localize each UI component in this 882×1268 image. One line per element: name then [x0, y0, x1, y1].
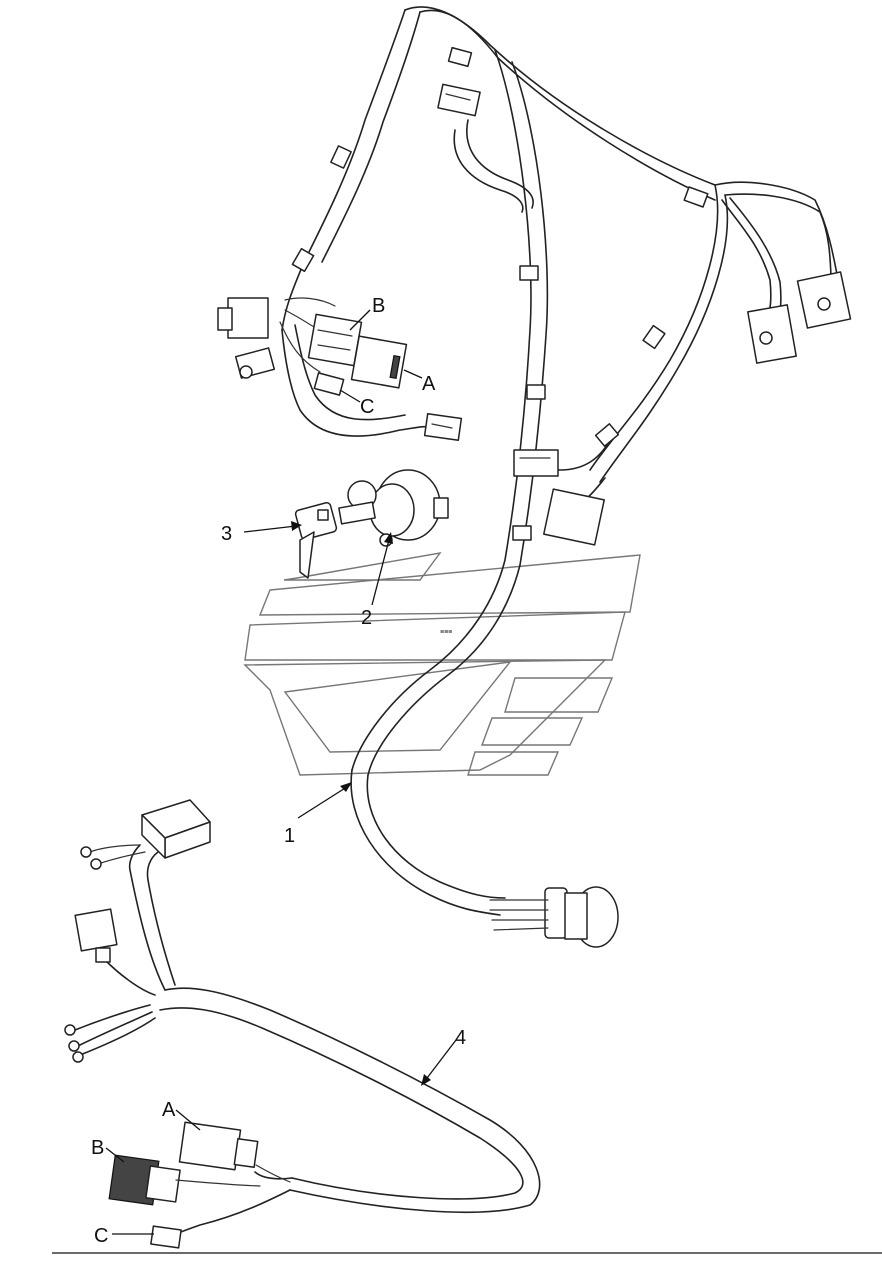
main-harness: ≡≡≡: [279, 6, 841, 916]
lower-harness: [64, 799, 541, 1249]
svg-text:≡≡≡: ≡≡≡: [440, 629, 452, 636]
upper-connector-a-label: A: [422, 373, 436, 395]
ignition-switch: [338, 469, 449, 547]
ignition-key: [294, 502, 338, 579]
callout-labels: 1 2 3 4 A B C A B C: [91, 295, 466, 1247]
callout-2: 2: [361, 607, 372, 629]
harness-1-connectors: [217, 83, 852, 948]
callout-4: 4: [455, 1027, 466, 1049]
watermark-logo: [243, 552, 641, 776]
lower-connector-a-label: A: [162, 1099, 176, 1121]
lower-connector-c-label: C: [94, 1225, 108, 1247]
leader-lines: [105, 309, 457, 1235]
callout-3: 3: [221, 523, 232, 545]
upper-connector-c-label: C: [360, 396, 374, 418]
upper-connector-b-label: B: [372, 295, 385, 317]
lower-connector-b-label: B: [91, 1137, 104, 1159]
callout-1: 1: [284, 825, 295, 847]
